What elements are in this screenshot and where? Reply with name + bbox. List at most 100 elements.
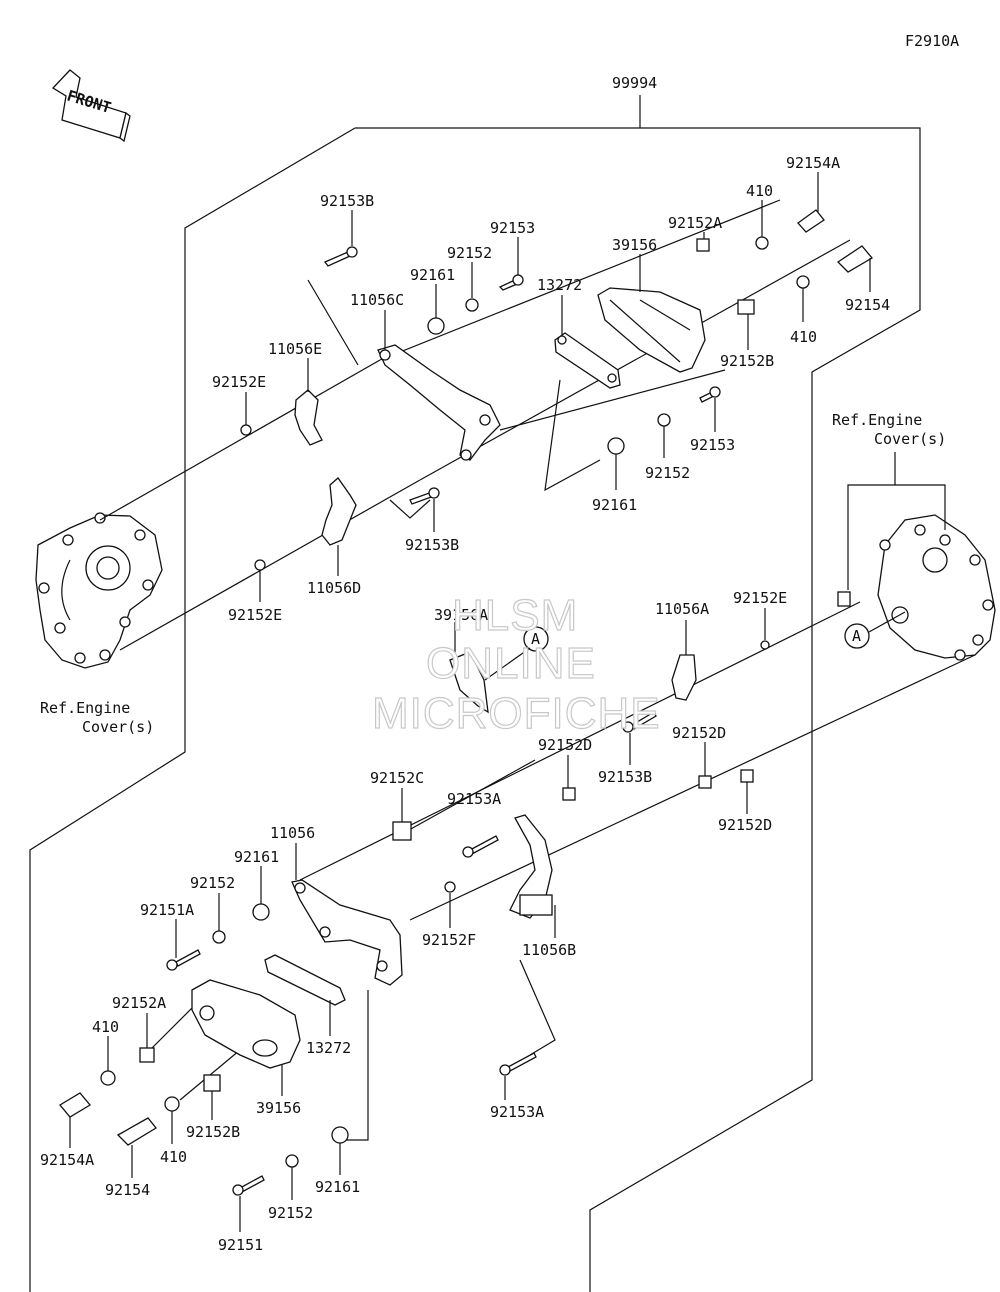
- label-92154-low: 92154: [105, 1181, 150, 1199]
- label-92152E-left: 92152E: [212, 373, 266, 391]
- label-92152A-low: 92152A: [112, 994, 166, 1012]
- figure-code: F2910A: [905, 32, 959, 50]
- label-92154A-top: 92154A: [786, 154, 840, 172]
- collar-92152A-top: [696, 238, 710, 252]
- svg-text:ONLINE: ONLINE: [426, 639, 596, 688]
- label-11056C: 11056C: [350, 291, 404, 309]
- bracket-11056C: [377, 344, 501, 461]
- part-labels: 92153B 92153 92152 92161 11056C 11056E 9…: [40, 154, 890, 1254]
- label-92152F: 92152F: [422, 931, 476, 949]
- label-410-mid: 410: [790, 328, 817, 346]
- label-leaders: [69, 172, 871, 1232]
- slider-39156-low: [191, 979, 301, 1069]
- svg-text:A: A: [531, 630, 540, 648]
- label-92153-top: 92153: [490, 219, 535, 237]
- label-92153B-mid: 92153B: [405, 536, 459, 554]
- label-92161-mid: 92161: [592, 496, 637, 514]
- label-39156A: 39156A: [434, 606, 488, 624]
- collar-92152D-b: [698, 775, 712, 789]
- label-11056B: 11056B: [522, 941, 576, 959]
- assembly-frame: 99994: [29, 74, 921, 1292]
- bracket-11056: [291, 879, 403, 986]
- label-39156-low: 39156: [256, 1099, 301, 1117]
- label-92152-bottom: 92152: [268, 1204, 313, 1222]
- label-92153A-mid: 92153A: [447, 790, 501, 808]
- washer-92152E-top: [240, 424, 252, 436]
- ref-note-left-2: Cover(s): [82, 718, 154, 736]
- grommet-92161-top: [427, 317, 445, 335]
- label-92152A-top: 92152A: [668, 214, 722, 232]
- bolt-92154-low: [116, 1117, 157, 1146]
- grommet-92161-mid: [607, 437, 625, 455]
- bolt-92153A-low: [507, 1052, 537, 1072]
- bracket-11056E: [294, 389, 323, 446]
- label-92152D-a: 92152D: [538, 736, 592, 754]
- label-92152E-low: 92152E: [228, 606, 282, 624]
- washer-410-top: [755, 236, 769, 250]
- label-11056A: 11056A: [655, 600, 709, 618]
- ref-note-left-1: Ref.Engine: [40, 699, 130, 717]
- svg-text:HLSM: HLSM: [452, 591, 578, 640]
- plate-39156A: [449, 651, 489, 714]
- assembly-label: 99994: [612, 74, 657, 92]
- washer-410-low2: [164, 1096, 180, 1112]
- bracket-11056A: [671, 654, 697, 701]
- bolt-92154A-top: [797, 209, 825, 233]
- label-92152B-top: 92152B: [720, 352, 774, 370]
- washer-92152-mid: [657, 413, 671, 427]
- label-410-top: 410: [746, 182, 773, 200]
- grommet-92161-low: [252, 903, 270, 921]
- label-92152E-right: 92152E: [733, 589, 787, 607]
- plate-13272-top: [554, 332, 621, 389]
- washer-92152F: [444, 881, 456, 893]
- label-92154A-low: 92154A: [40, 1151, 94, 1169]
- label-92151A: 92151A: [140, 901, 194, 919]
- label-92153B-top: 92153B: [320, 192, 374, 210]
- label-13272-low: 13272: [306, 1039, 351, 1057]
- label-92153A-low: 92153A: [490, 1103, 544, 1121]
- washer-92152-top: [465, 298, 479, 312]
- label-92161-low: 92161: [234, 848, 279, 866]
- slider-39156-top: [597, 287, 706, 373]
- upper-leader-lines: [99, 199, 851, 651]
- washer-410-low1: [100, 1070, 116, 1086]
- washer-410-mid: [796, 275, 810, 289]
- bolt-92153A-mid: [469, 835, 499, 855]
- label-92152-top: 92152: [447, 244, 492, 262]
- label-92152-mid: 92152: [645, 464, 690, 482]
- upper-parts: [240, 209, 873, 571]
- label-92152D-b: 92152D: [672, 724, 726, 742]
- label-92152B-low: 92152B: [186, 1123, 240, 1141]
- label-92154-top: 92154: [845, 296, 890, 314]
- collar-92152B-top: [737, 299, 755, 315]
- engine-cover-left: [35, 512, 163, 669]
- label-92161-top: 92161: [410, 266, 455, 284]
- reference-marker-a-center: A: [523, 626, 549, 652]
- collar-92152C: [392, 821, 412, 841]
- collar-92152D-c: [740, 769, 754, 783]
- bolt-92154A-low: [59, 1092, 91, 1118]
- reference-marker-a-right: A: [844, 623, 870, 649]
- svg-text:MICROFICHE: MICROFICHE: [372, 689, 661, 738]
- label-410-low1: 410: [92, 1018, 119, 1036]
- label-11056: 11056: [270, 824, 315, 842]
- lower-parts: [59, 640, 770, 1196]
- washer-92152E-right: [760, 640, 770, 650]
- grommet-92161-bottom: [331, 1126, 349, 1144]
- svg-text:A: A: [852, 627, 861, 645]
- label-13272-top: 13272: [537, 276, 582, 294]
- front-arrow-icon: FRONT: [51, 69, 131, 143]
- label-11056D: 11056D: [307, 579, 361, 597]
- label-92152D-c: 92152D: [718, 816, 772, 834]
- collar-92152B-low: [203, 1074, 221, 1092]
- label-92151: 92151: [218, 1236, 263, 1254]
- washer-92152-bottom: [285, 1154, 299, 1168]
- collar-92152D-a: [562, 787, 576, 801]
- ref-note-right-2: Cover(s): [874, 430, 946, 448]
- bracket-11056B: [509, 814, 553, 919]
- watermark: HLSM ONLINE MICROFICHE: [371, 590, 661, 738]
- label-92153-mid: 92153: [690, 436, 735, 454]
- label-92153B-right: 92153B: [598, 768, 652, 786]
- label-410-low2: 410: [160, 1148, 187, 1166]
